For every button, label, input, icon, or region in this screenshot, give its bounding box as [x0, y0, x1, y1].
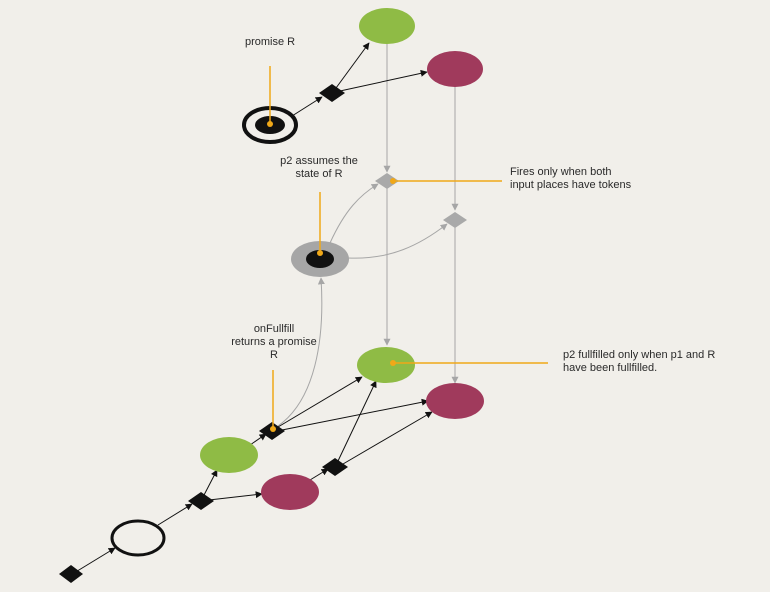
fires-line1: Fires only when both [510, 166, 612, 178]
arc-t-top-to-green [335, 42, 370, 89]
onfulfill-line2: returns a promise [231, 336, 317, 348]
arc-t3-to-p2-red [342, 411, 433, 465]
p2-assumes-line2: state of R [295, 168, 343, 180]
annotation-p2-fulfilled-pointer [390, 360, 548, 366]
promise-r-transition [319, 84, 345, 102]
arc-transition-to-p2 [277, 277, 325, 427]
join-rejected-transition [443, 212, 467, 228]
annotation-p2-assumes-pointer [317, 192, 323, 256]
p1-rejected-place [261, 474, 319, 510]
annotation-onfulfill-pointer [270, 370, 276, 432]
arc-red-to-t3 [309, 468, 329, 481]
fires-line2: input places have tokens [510, 179, 632, 191]
onfulfill-line1: onFullfill [253, 323, 295, 335]
top-rejected-place [427, 51, 483, 87]
p2-assumes-label: p2 assumes the state of R [272, 155, 366, 181]
arc-t2-to-p2-green [277, 376, 363, 428]
join-fulfilled-transition [375, 173, 399, 189]
arc-t3-to-p2-green [337, 380, 377, 462]
p1-fulfilled-place [200, 437, 258, 473]
p2-rejected-place [426, 383, 484, 419]
arc-start-to-p1 [73, 547, 116, 574]
arc-t1-to-red [208, 491, 263, 501]
top-fulfilled-place [359, 8, 415, 44]
annotation-promise-r-pointer [267, 66, 273, 127]
p2-assumes-line1: p2 assumes the [280, 155, 358, 167]
onfulfill-line3: R [270, 349, 278, 361]
arc-r-to-t-top [291, 96, 323, 117]
promise-r-label: promise R [245, 36, 296, 48]
p2-fulfilled-label: p2 fullfilled only when p1 and R have be… [563, 349, 715, 375]
p2-fulfilled-place [357, 347, 415, 383]
fires-only-label: Fires only when both input places have t… [510, 166, 631, 192]
arc-p2-to-join-left [329, 183, 379, 244]
p2-place [291, 241, 349, 277]
arc-p2-to-join-right [347, 223, 448, 259]
onreject-transition [322, 458, 348, 476]
arc-p1-to-t1 [157, 503, 193, 526]
annotation-fires-pointer [390, 178, 502, 184]
arc-t2-to-p2-red [281, 398, 429, 431]
onfulfill-label: onFullfill returns a promise R [214, 323, 334, 362]
p1-place [110, 519, 166, 557]
arc-t1-to-green [202, 469, 218, 498]
arc-t-top-to-red [339, 69, 428, 92]
start-transition [59, 565, 83, 583]
arc-green-to-t2 [249, 433, 267, 446]
p1-transition [188, 492, 214, 510]
p2-fulfilled-line1: p2 fullfilled only when p1 and R [563, 349, 716, 361]
p2-fulfilled-line2: have been fullfilled. [563, 362, 658, 374]
